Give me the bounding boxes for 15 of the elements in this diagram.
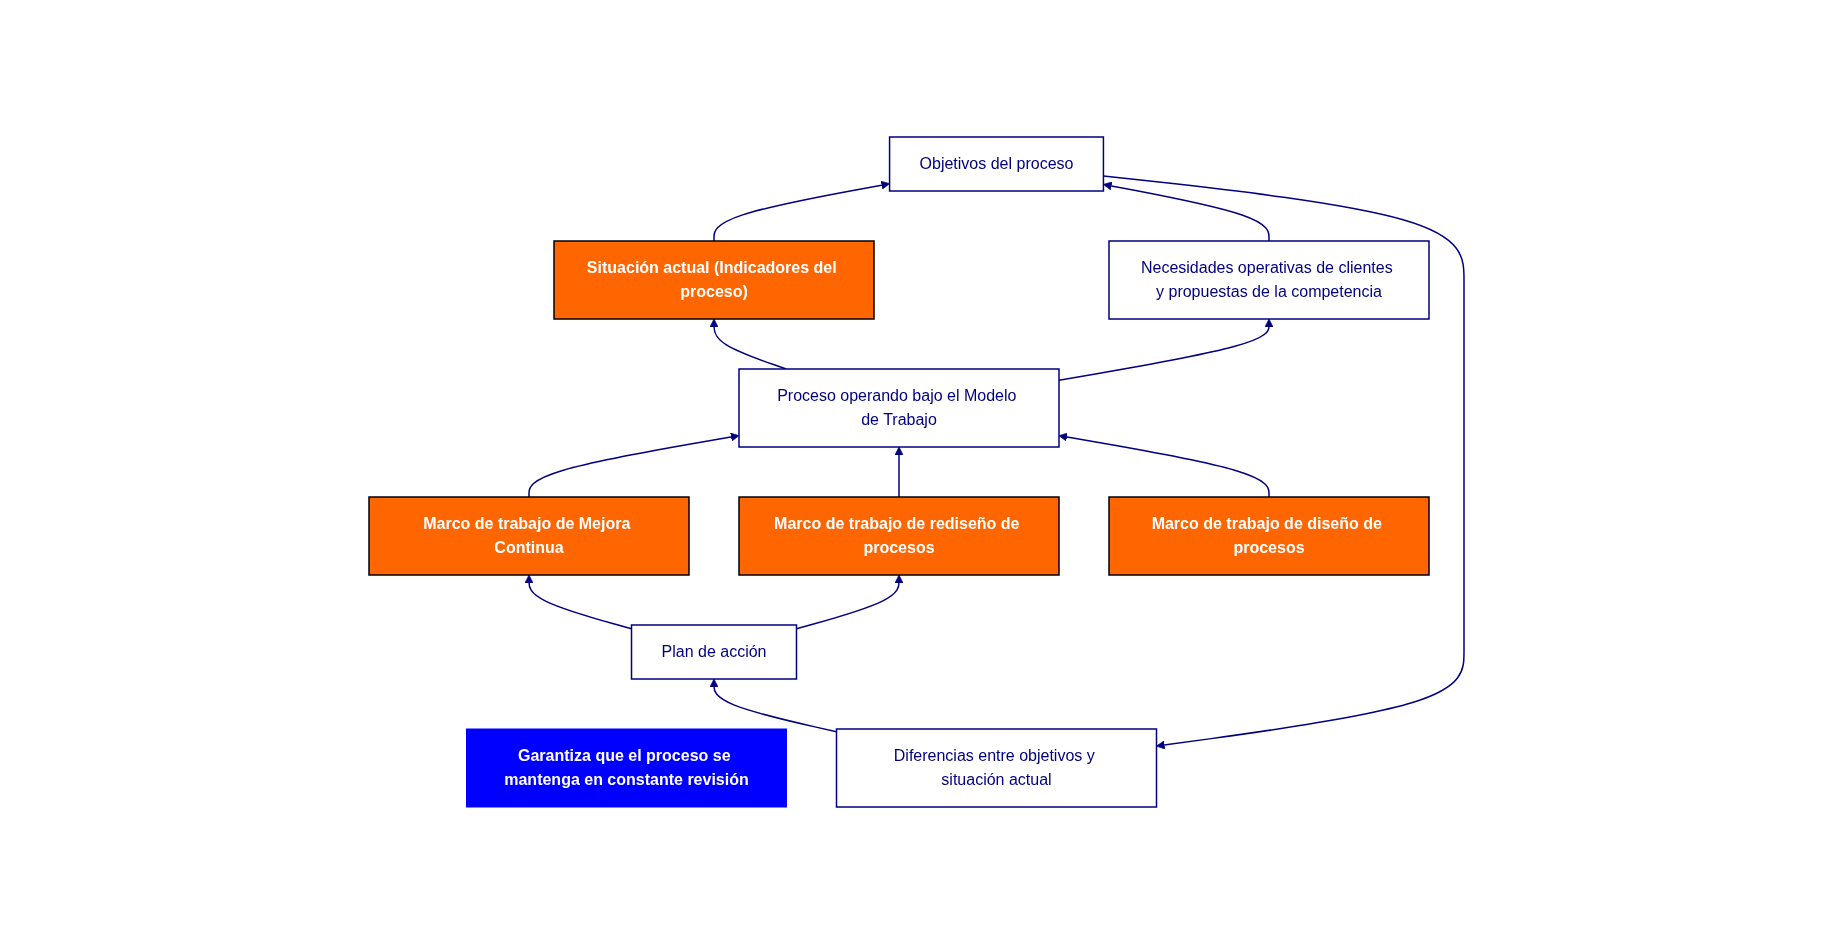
node-box: Marco de trabajo de diseño de procesos xyxy=(1108,496,1430,576)
node-box: Necesidades operativas de clientes y propuestas de la competencia xyxy=(1108,240,1430,320)
node-box: Marco de trabajo de Mejora Continua xyxy=(368,496,690,576)
node-box: Marco de trabajo de rediseño de procesos xyxy=(738,496,1060,576)
arrow xyxy=(894,446,904,498)
node-box: Garantiza que el proceso se mantenga en constante revisión xyxy=(466,728,787,808)
node-box: Plan de acción xyxy=(630,624,798,680)
node-box: Proceso operando bajo el Modelo de Trabajo xyxy=(738,368,1060,448)
arrow xyxy=(1103,181,1270,242)
node-box: Situación actual (Indicadores del proceso) xyxy=(553,240,875,320)
node-box: Objetivos del proceso xyxy=(888,136,1105,192)
arrow xyxy=(528,432,740,498)
arrow xyxy=(713,180,890,242)
arrow xyxy=(709,318,787,370)
node-box: Diferencias entre objetivos y situación actual xyxy=(835,728,1158,808)
